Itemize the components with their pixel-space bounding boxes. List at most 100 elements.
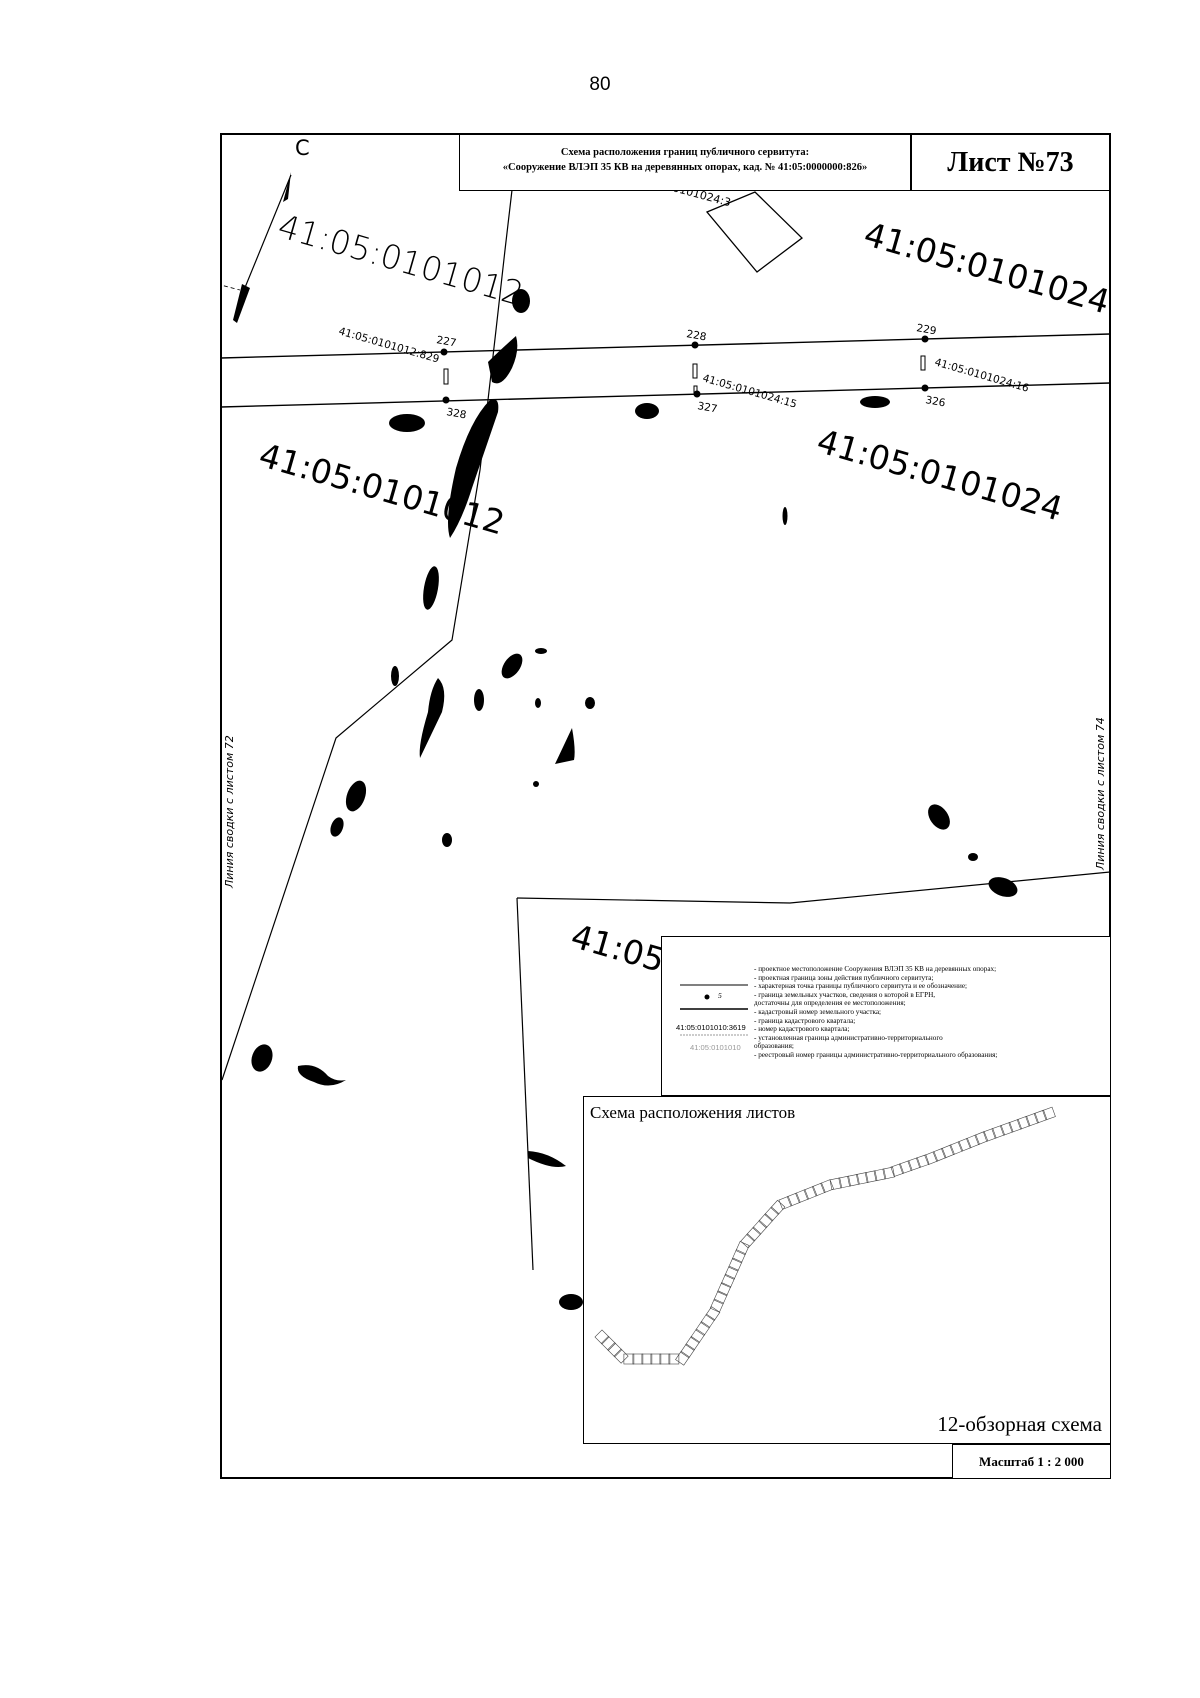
overview-sheet-cell <box>1016 1115 1031 1130</box>
terrain-blob <box>419 678 445 758</box>
overview-sheet-cell <box>803 1185 818 1200</box>
overview-sheet-cell <box>746 1226 762 1242</box>
terrain-blob <box>512 289 530 313</box>
parcel-boundary <box>221 189 513 1081</box>
overview-sheet-cell <box>999 1122 1014 1136</box>
terrain-blob <box>635 403 659 419</box>
overview-sheet-cell <box>594 1329 610 1345</box>
overview-sheet-cell <box>1033 1109 1048 1124</box>
overview-map: Схема расположения листов 12-обзорная сх… <box>583 1096 1111 1444</box>
point-label: 326 <box>924 394 946 409</box>
north-arrow-shaft <box>243 174 292 291</box>
easement-point <box>921 335 929 343</box>
legend-item: - установленная граница административно-… <box>754 1033 943 1042</box>
north-arrow-head <box>283 172 291 202</box>
quarter-label: 41:05:0101024 <box>813 421 1067 528</box>
terrain-blob <box>585 697 595 709</box>
overview-sheet-cell <box>641 1353 653 1365</box>
terrain-blob <box>988 877 1018 897</box>
overview-sheet-cell <box>607 1342 623 1358</box>
overview-sheet-cell <box>731 1249 746 1264</box>
easement-point <box>691 341 699 349</box>
terrain-blob <box>330 817 344 837</box>
overview-sheet-cell <box>758 1213 774 1229</box>
legend-item: - проектное местоположение Сооружения ВЛ… <box>754 965 997 973</box>
overview-sheet-cell <box>735 1241 750 1256</box>
terrain-blob <box>528 1151 566 1167</box>
overview-sheet-cell <box>941 1144 955 1159</box>
overview-sheet-cell <box>882 1166 895 1180</box>
legend-item: - реестровый номер границы административ… <box>754 1050 998 1059</box>
parcel-label: 41:05:0101012:829 <box>337 325 440 365</box>
parcel-boundary <box>516 897 534 1271</box>
legend: 5 41:05:0101010:3619 41:05:0101010 - про… <box>661 936 1111 1096</box>
legend-item: достаточны для определения ее местополож… <box>754 999 906 1008</box>
easement-boundary <box>221 382 1110 408</box>
title-line-2: «Сооружение ВЛЭП 35 КВ на деревянных опо… <box>502 162 868 173</box>
legend-admin-sample: 41:05:0101010 <box>690 1043 741 1052</box>
join-line-right: Линия сводки с листом 74 <box>1094 717 1107 871</box>
overview-sheet-cell <box>949 1141 964 1155</box>
overview-sheet-cell <box>838 1175 851 1189</box>
parcel-label: 41:05:0101024:16 <box>933 356 1030 394</box>
easement-boundary <box>221 333 1110 359</box>
overview-sheet-cell <box>675 1350 690 1366</box>
pole-symbol <box>692 363 698 379</box>
legend-item: - проектная граница зоны действия публич… <box>754 973 934 982</box>
overview-sheet-cell <box>924 1151 939 1166</box>
overview-sheet-cell <box>890 1163 905 1177</box>
point-label: 227 <box>435 334 457 349</box>
point-label: 327 <box>696 400 718 415</box>
page-number: 80 <box>589 74 611 95</box>
overview-sheet-cell <box>728 1257 743 1272</box>
overview-sheet-cell <box>1042 1106 1056 1121</box>
terrain-blobs <box>251 289 1018 1310</box>
north-label: С <box>295 136 310 160</box>
overview-sheet-cell <box>1008 1118 1022 1133</box>
terrain-blob <box>782 507 788 525</box>
legend-item: - граница кадастрового квартала; <box>754 1016 856 1025</box>
terrain-blob <box>297 1065 346 1086</box>
terrain-blob <box>559 1294 583 1310</box>
overview-sheet-cell <box>685 1336 700 1351</box>
terrain-blob <box>448 399 499 538</box>
easement-point <box>440 348 448 356</box>
legend-item: - граница земельных участков, сведения о… <box>754 990 936 999</box>
join-line-left: Линия сводки с листом 72 <box>223 735 236 889</box>
overview-sheet-cell <box>1025 1112 1039 1127</box>
overview-sheet-cell <box>907 1157 921 1171</box>
overview-sheet-cell <box>668 1353 680 1365</box>
legend-item: - номер кадастрового квартала; <box>754 1025 850 1034</box>
terrain-blob <box>928 804 950 830</box>
overview-sheet-cell <box>632 1353 644 1365</box>
quarter-label: 41:05:0101012 <box>274 206 528 313</box>
point-label: 328 <box>445 406 467 421</box>
title-box: Схема расположения границ публичного сер… <box>459 134 911 191</box>
terrain-blob <box>474 689 484 711</box>
legend-point-icon <box>704 994 710 1000</box>
north-arrow-tail <box>233 284 250 323</box>
overview-sheet-cell <box>650 1353 662 1365</box>
legend-point-number: 5 <box>718 991 722 1000</box>
terrain-blob <box>345 780 367 812</box>
point-label: 228 <box>685 328 707 343</box>
overview-sheet-cell <box>829 1177 843 1191</box>
terrain-blob <box>860 396 890 408</box>
pole-symbol <box>443 368 449 385</box>
overview-sheet-cell <box>752 1219 768 1235</box>
overview-sheet-cell <box>695 1321 711 1336</box>
overview-sheet-cell <box>764 1206 780 1222</box>
easement-point <box>442 396 450 404</box>
sheet-number: Лист №73 <box>911 134 1110 191</box>
overview-sheet-cell <box>740 1233 756 1249</box>
scale-label: Масштаб 1 : 2 000 <box>952 1444 1111 1479</box>
overview-sheet-cell <box>770 1199 786 1215</box>
pole-symbol <box>920 355 926 371</box>
easement-point <box>921 384 929 392</box>
overview-sheet-cell <box>991 1125 1006 1139</box>
overview-sheet-cell <box>700 1313 716 1329</box>
overview-sheet-cell <box>982 1128 997 1142</box>
terrain-blob <box>251 1044 273 1072</box>
overview-sheet-cell <box>932 1147 947 1162</box>
